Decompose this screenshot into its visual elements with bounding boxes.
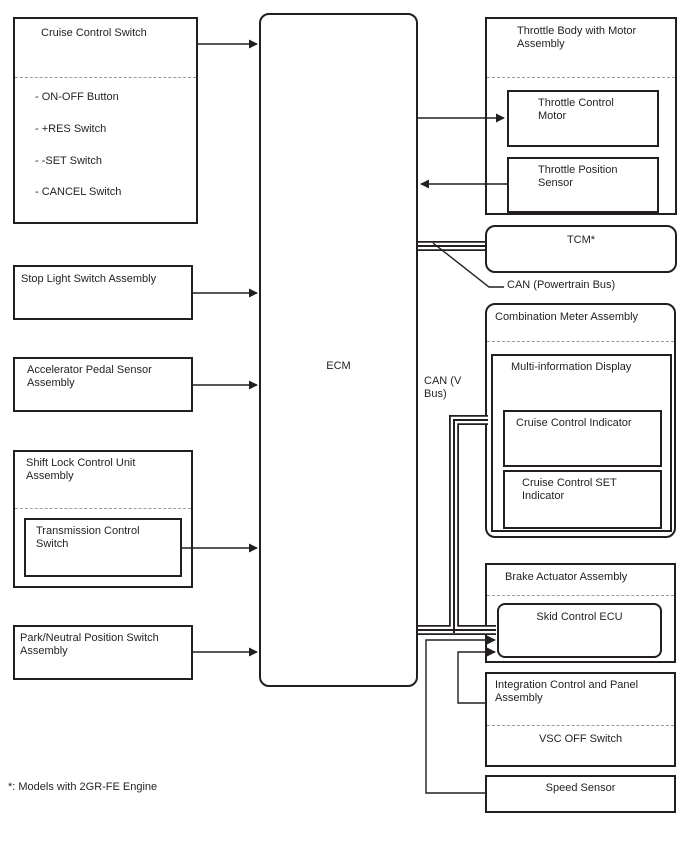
- integration-control-panel-title: Integration Control and Panel Assembly: [495, 679, 639, 704]
- stop-light-switch-box: Stop Light Switch Assembly: [13, 265, 193, 320]
- can-powertrain-bus-label: CAN (Powertrain Bus): [507, 279, 616, 291]
- throttle-body-title: Throttle Body with Motor Assembly: [517, 25, 637, 50]
- park-neutral-position-switch-title: Park/Neutral Position Switch Assembly: [20, 632, 159, 657]
- cruise-control-switch-title: Cruise Control Switch: [41, 27, 147, 39]
- integration-control-panel-box: Integration Control and Panel Assembly V…: [485, 672, 676, 767]
- cruise-control-indicator-title: Cruise Control Indicator: [516, 417, 632, 429]
- cruise-control-set-indicator-box: Cruise Control SET Indicator: [503, 470, 662, 529]
- can-v-bus-label: CAN (V Bus): [424, 375, 462, 400]
- speed-sensor-title: Speed Sensor: [545, 782, 616, 794]
- footnote: *: Models with 2GR-FE Engine: [8, 781, 158, 793]
- cruise-item-set: - -SET Switch: [35, 155, 103, 167]
- combination-meter-title: Combination Meter Assembly: [495, 311, 639, 323]
- throttle-control-motor-title: Throttle Control Motor: [538, 97, 614, 122]
- tcm-box: TCM*: [485, 225, 677, 273]
- brake-actuator-divider: [487, 595, 674, 596]
- shift-lock-control-unit-title: Shift Lock Control Unit Assembly: [26, 457, 136, 482]
- skid-control-ecu-title: Skid Control ECU: [536, 611, 623, 623]
- can-v-bus-upper: [449, 415, 488, 633]
- stop-light-switch-title: Stop Light Switch Assembly: [21, 273, 157, 285]
- park-neutral-position-switch-box: Park/Neutral Position Switch Assembly: [13, 625, 193, 680]
- vsc-off-switch-label: VSC OFF Switch: [538, 733, 623, 745]
- accelerator-pedal-sensor-box: Accelerator Pedal Sensor Assembly: [13, 357, 193, 412]
- speed-sensor-box: Speed Sensor: [485, 775, 676, 813]
- transmission-control-switch-box: Transmission Control Switch: [24, 518, 182, 577]
- skid-control-ecu-box: Skid Control ECU: [497, 603, 662, 658]
- cruise-control-set-indicator-title: Cruise Control SET Indicator: [522, 477, 617, 502]
- cruise-control-indicator-box: Cruise Control Indicator: [503, 410, 662, 467]
- throttle-control-motor-box: Throttle Control Motor: [507, 90, 659, 147]
- combination-meter-divider: [487, 341, 674, 342]
- brake-actuator-title: Brake Actuator Assembly: [505, 571, 628, 583]
- throttle-body-divider: [487, 77, 675, 78]
- cruise-item-onoff: - ON-OFF Button: [35, 91, 119, 103]
- ecm-box: ECM: [259, 13, 418, 687]
- brake-actuator-box: Brake Actuator Assembly Skid Control ECU: [485, 563, 676, 663]
- shift-lock-control-unit-box: Shift Lock Control Unit Assembly Transmi…: [13, 450, 193, 588]
- combination-meter-box: Combination Meter Assembly Multi-informa…: [485, 303, 676, 538]
- tcm-title: TCM*: [566, 234, 596, 246]
- cruise-box-divider: [15, 77, 196, 78]
- multi-information-display-box: Multi-information Display Cruise Control…: [491, 354, 672, 532]
- shift-lock-box-divider: [15, 508, 191, 509]
- cruise-control-switch-box: Cruise Control Switch - ON-OFF Button - …: [13, 17, 198, 224]
- cruise-item-res: - +RES Switch: [35, 123, 107, 135]
- ecm-label: ECM: [326, 360, 351, 372]
- throttle-position-sensor-title: Throttle Position Sensor: [538, 164, 618, 189]
- throttle-position-sensor-box: Throttle Position Sensor: [507, 157, 659, 213]
- throttle-body-box: Throttle Body with Motor Assembly Thrott…: [485, 17, 677, 215]
- transmission-control-switch-title: Transmission Control Switch: [36, 525, 140, 550]
- integration-divider: [487, 725, 674, 726]
- multi-information-display-title: Multi-information Display: [511, 361, 632, 373]
- accelerator-pedal-sensor-title: Accelerator Pedal Sensor Assembly: [27, 364, 152, 389]
- cruise-item-cancel: - CANCEL Switch: [35, 186, 122, 198]
